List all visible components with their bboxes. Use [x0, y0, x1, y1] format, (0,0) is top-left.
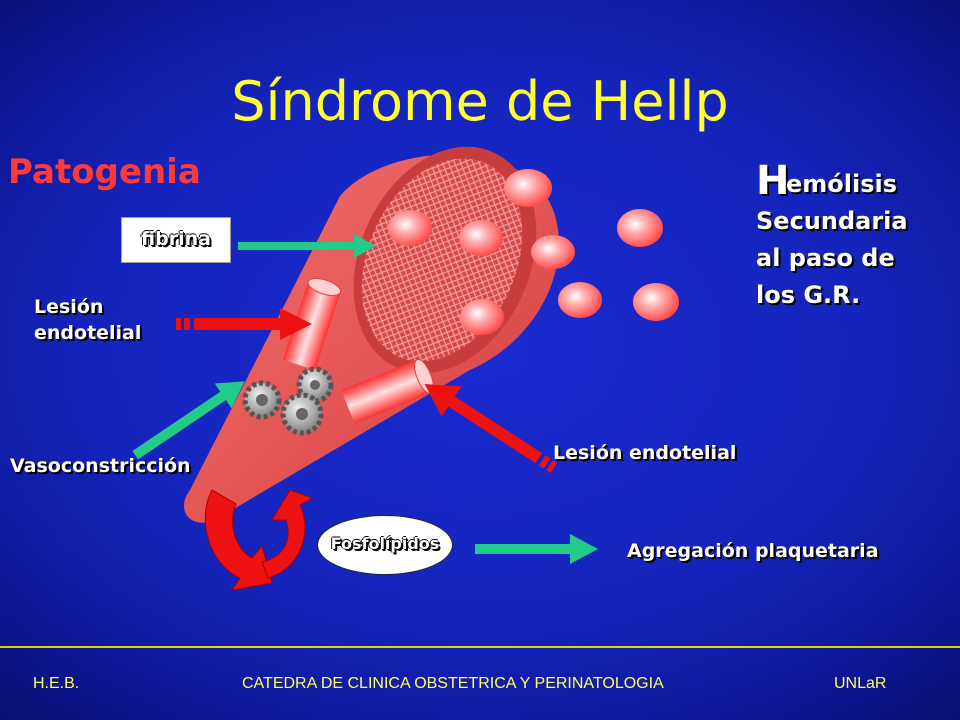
- lesion-right-arrow: [424, 384, 558, 473]
- red-blood-cell: [558, 282, 602, 318]
- slide-title: Síndrome de Hellp: [231, 70, 729, 133]
- hemolisis-line4: los G.R.: [756, 281, 861, 309]
- footer-divider: [0, 646, 960, 648]
- hemolisis-initial: H: [756, 158, 790, 204]
- circular-red-arrows-icon: [204, 489, 314, 591]
- red-blood-cells: [388, 169, 679, 335]
- footer-center: CATEDRA DE CLINICA OBSTETRICA Y PERINATO…: [242, 675, 664, 692]
- fibrina-label: fibrina: [141, 228, 211, 250]
- footer-left: H.E.B.: [33, 675, 80, 692]
- gear-icon: [242, 366, 334, 436]
- lesion-right-label: Lesión endotelial: [553, 442, 737, 464]
- agregacion-arrow: [475, 534, 598, 564]
- red-blood-cell: [388, 210, 432, 246]
- red-blood-cell: [531, 235, 575, 269]
- hemolisis-line2: Secundaria: [756, 207, 908, 235]
- lesion-left-arrow: [176, 308, 312, 340]
- hemolisis-rest: emólisis: [786, 170, 898, 198]
- lesion-left-label-2: endotelial: [34, 322, 142, 344]
- red-blood-cell: [459, 220, 503, 256]
- fibrina-label-box: fibrina: [121, 217, 231, 263]
- fibrina-arrow: [238, 234, 376, 258]
- fosfolipidos-ellipse: Fosfolípidos: [317, 515, 453, 575]
- hemolisis-line3: al paso de: [756, 244, 895, 272]
- red-blood-cell: [460, 299, 504, 335]
- vasoconstriccion-arrow: [132, 381, 245, 460]
- footer-right: UNLaR: [834, 675, 887, 692]
- lesion-left-label-1: Lesión: [34, 296, 104, 318]
- vasoconstriccion-label: Vasoconstricción: [10, 455, 191, 477]
- red-blood-cell: [504, 169, 552, 207]
- fosfolipidos-label: Fosfolípidos: [330, 534, 440, 553]
- agregacion-label: Agregación plaquetaria: [627, 540, 879, 562]
- red-blood-cell: [617, 209, 663, 247]
- red-blood-cell: [633, 283, 679, 321]
- slide-subtitle: Patogenia: [8, 152, 201, 192]
